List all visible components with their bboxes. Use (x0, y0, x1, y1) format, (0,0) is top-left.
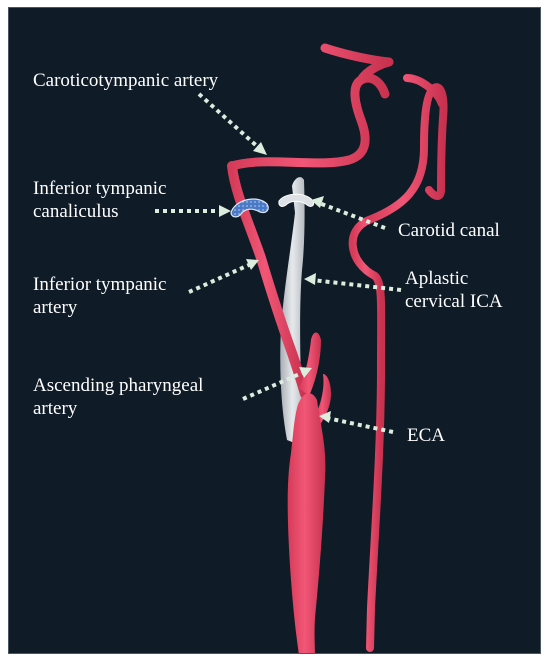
main-trunk-vessel (287, 393, 326, 653)
arrow-carotid-canal (318, 201, 386, 230)
arrowhead-eca (319, 411, 331, 423)
label-eca: ECA (407, 425, 445, 446)
label-ascending-pharyngeal-artery: Ascending pharyngeal artery (33, 375, 204, 419)
arrowhead-ascending-pharyngeal (299, 367, 312, 378)
label-inferior-tympanic-canaliculus: Inferior tympanic canaliculus (33, 178, 167, 222)
right-artery-vessel (348, 216, 386, 652)
arrowhead-aplastic-ica (304, 273, 316, 285)
arrow-eca (326, 416, 394, 434)
label-inferior-tympanic-artery: Inferior tympanic artery (33, 274, 167, 318)
arrow-caroticotympanic (197, 92, 261, 150)
arrowheads-group (219, 142, 331, 423)
arrow-inferior-tympanic (188, 262, 252, 294)
ascending-pharyngeal-vessel (299, 332, 321, 396)
label-carotid-canal: Carotid canal (398, 220, 500, 241)
vessel-illustration (155, 43, 448, 653)
arrowhead-inferior-tympanic (246, 259, 259, 270)
anatomy-figure: Caroticotympanic artery Inferior tympani… (8, 7, 541, 654)
label-caroticotympanic-artery: Caroticotympanic artery (33, 70, 219, 91)
arrowhead-canaliculus (219, 205, 231, 217)
inferior-tympanic-canaliculus-shape (230, 198, 269, 218)
arrow-aplastic-ica (311, 278, 402, 292)
arrowhead-carotid-canal (311, 196, 324, 208)
carotid-canal-shape (278, 193, 314, 207)
arrows-group (155, 92, 402, 434)
arrowhead-caroticotympanic (253, 142, 267, 155)
label-aplastic-cervical-ica: Aplastic cervical ICA (405, 268, 503, 312)
right-artery-loop (365, 74, 448, 224)
arrow-ascending-pharyngeal (242, 370, 305, 401)
upper-artery-loop (227, 43, 394, 171)
